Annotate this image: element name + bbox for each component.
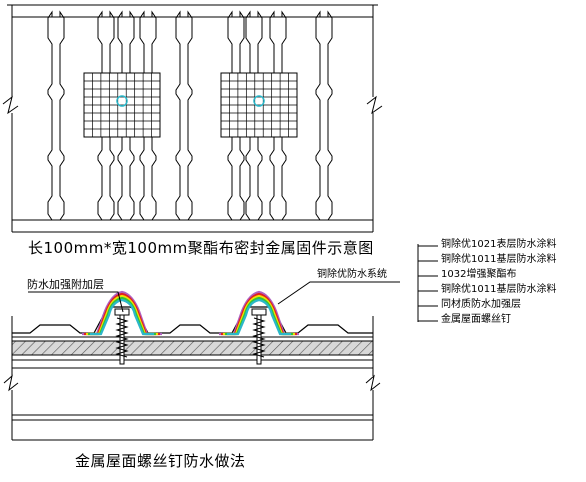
layer-ticks <box>418 245 438 322</box>
coating-stack <box>82 290 162 336</box>
purlin-hatched-strip <box>11 340 374 356</box>
coating-layer <box>82 290 162 336</box>
rib-line <box>47 10 53 221</box>
rib-line <box>187 10 193 221</box>
coating-layer <box>84 292 160 336</box>
fabric-patch <box>220 72 298 138</box>
coating-layer <box>219 290 299 336</box>
coating-layer <box>223 294 295 336</box>
plan-fabric-patches <box>83 72 298 138</box>
reinforcement-label: 防水加强附加层 <box>27 278 104 291</box>
plan-view <box>2 4 383 233</box>
rib-line <box>327 10 333 221</box>
coating-layer <box>90 298 154 336</box>
rib-line <box>59 10 65 221</box>
waterproof-coatings <box>82 290 299 336</box>
layer-label: 金属屋面螺丝钉 <box>441 314 511 325</box>
coating-stack <box>219 290 299 336</box>
section-break-right <box>365 374 381 392</box>
section-break-left <box>3 374 19 392</box>
screw-head-marker <box>253 95 265 107</box>
layer-label: 1032增强聚酯布 <box>441 269 517 280</box>
coating-layer <box>221 292 297 336</box>
coating-layer <box>227 298 291 336</box>
screw-head-marker <box>116 95 128 107</box>
layer-label: 铜除优1021表层防水涂料 <box>441 239 557 250</box>
break-mark-right <box>366 95 383 115</box>
rib-line <box>315 10 321 221</box>
coating-layer <box>86 294 158 336</box>
rib-line <box>175 10 181 221</box>
system-label: 铜除优防水系统 <box>317 269 387 280</box>
plan-caption: 长100mm*宽100mm聚酯布密封金属固件示意图 <box>28 239 374 257</box>
section-view <box>3 316 381 441</box>
metal-screw <box>251 308 267 365</box>
coating-layer <box>225 296 293 336</box>
fabric-patch <box>83 72 161 138</box>
section-caption: 金属屋面螺丝钉防水做法 <box>75 452 246 470</box>
leader-lines <box>28 244 419 322</box>
coating-layer <box>88 296 156 336</box>
leader-system <box>277 281 400 305</box>
leader-reinforcement <box>28 291 124 313</box>
layer-label: 同材质防水加强层 <box>441 299 521 310</box>
layer-label: 铜除优1011基层防水涂料 <box>441 254 557 265</box>
break-mark-left <box>2 95 19 115</box>
metal-sheet-profile <box>12 306 373 334</box>
layer-label: 铜除优1011基层防水涂料 <box>441 284 557 295</box>
